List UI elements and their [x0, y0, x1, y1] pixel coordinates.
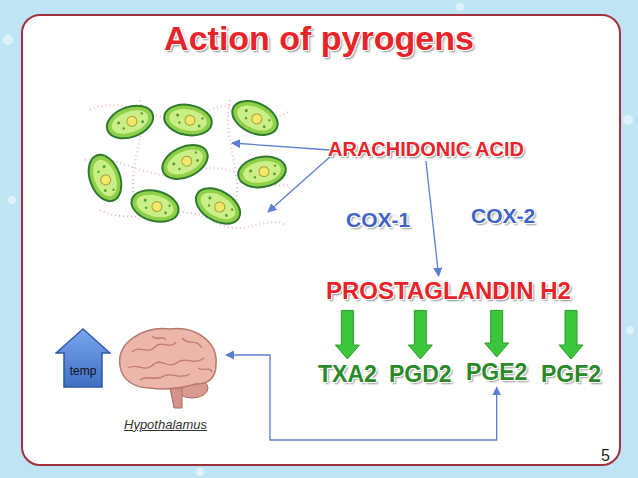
- prostanoid-term: PGE2: [466, 360, 527, 385]
- fiber: [100, 210, 285, 228]
- arrow-label: temp: [55, 365, 111, 378]
- prostanoid-term: PGF2: [541, 362, 601, 387]
- up-arrow-outline: [56, 329, 110, 387]
- page-number: 5: [601, 447, 610, 465]
- water-droplets: [3, 3, 634, 476]
- prostanoid-term: PGD2: [389, 362, 452, 387]
- feedback-connector: [226, 355, 497, 440]
- enzyme-label: COX-1: [346, 208, 410, 231]
- droplet: [456, 3, 464, 11]
- brain-fold: [152, 336, 166, 340]
- prostanoid-term: TXA2: [318, 362, 377, 387]
- droplet: [623, 115, 633, 125]
- region-label: Hypothalamus: [124, 418, 207, 432]
- cerebrum: [120, 329, 217, 389]
- droplet: [3, 35, 13, 45]
- up-arrow-shape: [55, 328, 111, 388]
- node-text: PGD2: [389, 362, 452, 387]
- bacterium: [102, 100, 157, 145]
- droplet: [196, 468, 204, 476]
- droplet: [8, 196, 16, 204]
- node-text: TXA2: [318, 362, 377, 387]
- node-text: ARACHIDONIC ACID: [328, 138, 524, 160]
- bacterium: [128, 185, 182, 226]
- brain-illustration: [112, 322, 222, 410]
- brain-fold: [140, 374, 190, 380]
- content-panel: [22, 15, 620, 465]
- flow-connector: [426, 161, 439, 276]
- pathway-term: PROSTAGLANDIN H2: [326, 278, 571, 304]
- bacterium: [157, 138, 213, 185]
- brain-stem: [170, 388, 182, 408]
- brain-fold: [128, 358, 204, 368]
- brain-fold: [132, 342, 176, 352]
- node-text: PGF2: [541, 362, 601, 387]
- brain-fold: [198, 368, 212, 372]
- bacterium: [162, 101, 214, 139]
- node-text: PROSTAGLANDIN H2: [326, 278, 571, 304]
- brain-fold: [182, 338, 202, 348]
- brain-node: Hypothalamus: [112, 322, 224, 434]
- pointer-arrow: [232, 143, 330, 150]
- flow-arrow: [408, 310, 432, 359]
- flow-arrow: [485, 310, 509, 357]
- pointer-arrow: [268, 155, 332, 212]
- bacterium: [190, 181, 247, 231]
- bacterium: [83, 150, 128, 205]
- slide-title: Action of pyrogens: [0, 20, 638, 57]
- temperature-arrow: temp: [55, 328, 111, 388]
- node-text: PGE2: [466, 360, 527, 385]
- bacterium: [227, 94, 283, 141]
- droplet: [626, 326, 634, 334]
- enzyme-label: COX-2: [471, 204, 535, 227]
- flow-arrow: [559, 310, 583, 359]
- pathway-term: ARACHIDONIC ACID: [328, 138, 524, 160]
- bacterium: [236, 153, 288, 191]
- flow-arrow: [335, 310, 359, 359]
- bacteria-cluster: [83, 94, 289, 231]
